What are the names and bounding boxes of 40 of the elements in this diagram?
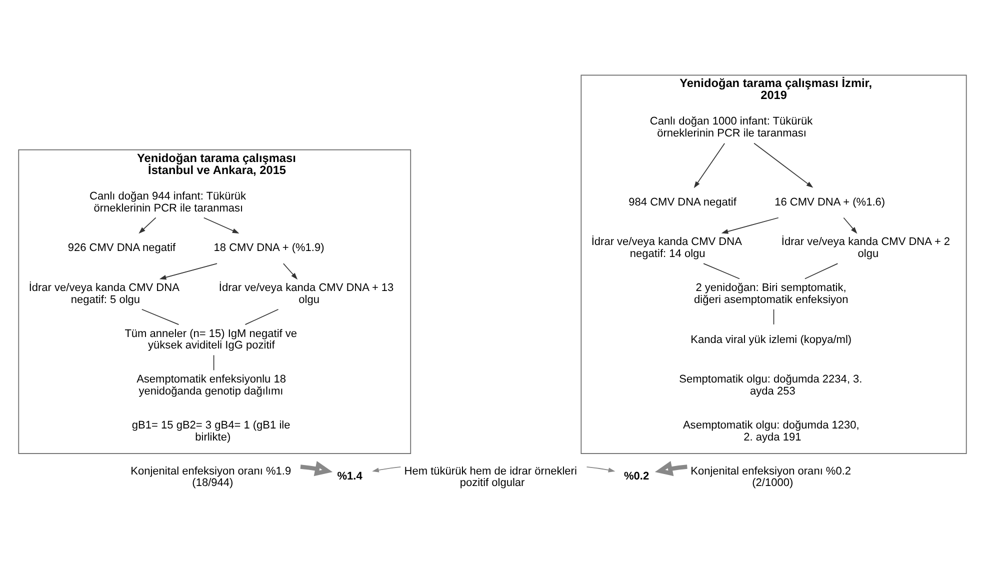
connector: [141, 308, 180, 325]
arrow: [843, 217, 858, 234]
arrow: [586, 466, 616, 472]
arrow: [300, 460, 333, 476]
node-text: Tüm anneler (n= 15) IgM negatif ve yüksek aviditeli IgG pozitif: [124, 328, 298, 352]
connector: [804, 263, 838, 280]
node-text: Semptomatik olgu: doğumda 2234, 3. ayda 253: [679, 374, 862, 398]
node-text: 16 CMV DNA + (%1.6): [774, 196, 886, 208]
node-text: Asemptomatik enfeksiyonlu 18 yenidoğanda genotip dağılımı: [136, 374, 286, 398]
node-text: Hem tükürük hem de idrar örnekleri pozitif olgular: [404, 465, 577, 490]
arrow: [754, 142, 814, 188]
node-text: 926 CMV DNA negatif: [68, 242, 176, 254]
node-text: Canlı doğan 944 infant: Tükürük örneklerinin PCR ile taranması: [90, 190, 246, 214]
node-text: Kanda viral yük izlemi (kopya/ml): [690, 334, 852, 346]
node-text: %0.2: [624, 470, 650, 482]
connector: [213, 354, 214, 371]
node-text: 2 yenidoğan: Biri semptomatik, diğeri asemptomatik enfeksiyon: [694, 282, 848, 306]
arrow: [283, 263, 298, 280]
connector: [773, 308, 774, 325]
node-text: 18 CMV DNA + (%1.9): [214, 242, 324, 254]
arrow: [159, 263, 218, 280]
node-text: 984 CMV DNA negatif: [628, 196, 736, 208]
node-text: İdrar ve/veya kanda CMV DNA + 2 olgu: [781, 236, 950, 260]
node-text: gB1= 15 gB2= 3 gB4= 1 (gB1 ile birlikte): [132, 419, 290, 444]
node-text: %1.4: [337, 470, 362, 482]
arrow: [694, 142, 726, 188]
connector: [244, 308, 279, 325]
arrow: [138, 217, 156, 234]
node-text: İdrar ve/veya kanda CMV DNA negatif: 5 olgu: [28, 282, 180, 306]
node-text: İdrar ve/veya kanda CMV DNA + 13 olgu: [218, 282, 394, 306]
node-text: İdrar ve/veya kanda CMV DNA negatif: 14 olgu: [591, 236, 742, 260]
arrow: [721, 217, 779, 234]
arrow: [372, 466, 402, 472]
connector: [703, 263, 740, 280]
arrow: [203, 217, 240, 234]
node-text: Canlı doğan 1000 infant: Tükürük örneklerinin PCR ile taranması: [650, 116, 813, 140]
node-text: Asemptomatik olgu: doğumda 1230, 2. ayda 191: [682, 419, 860, 444]
node-text: Konjenital enfeksiyon oranı %0.2 (2/1000): [690, 465, 852, 490]
arrow: [654, 461, 688, 476]
node-text: Konjenital enfeksiyon oranı %1.9 (18/944): [130, 465, 292, 490]
